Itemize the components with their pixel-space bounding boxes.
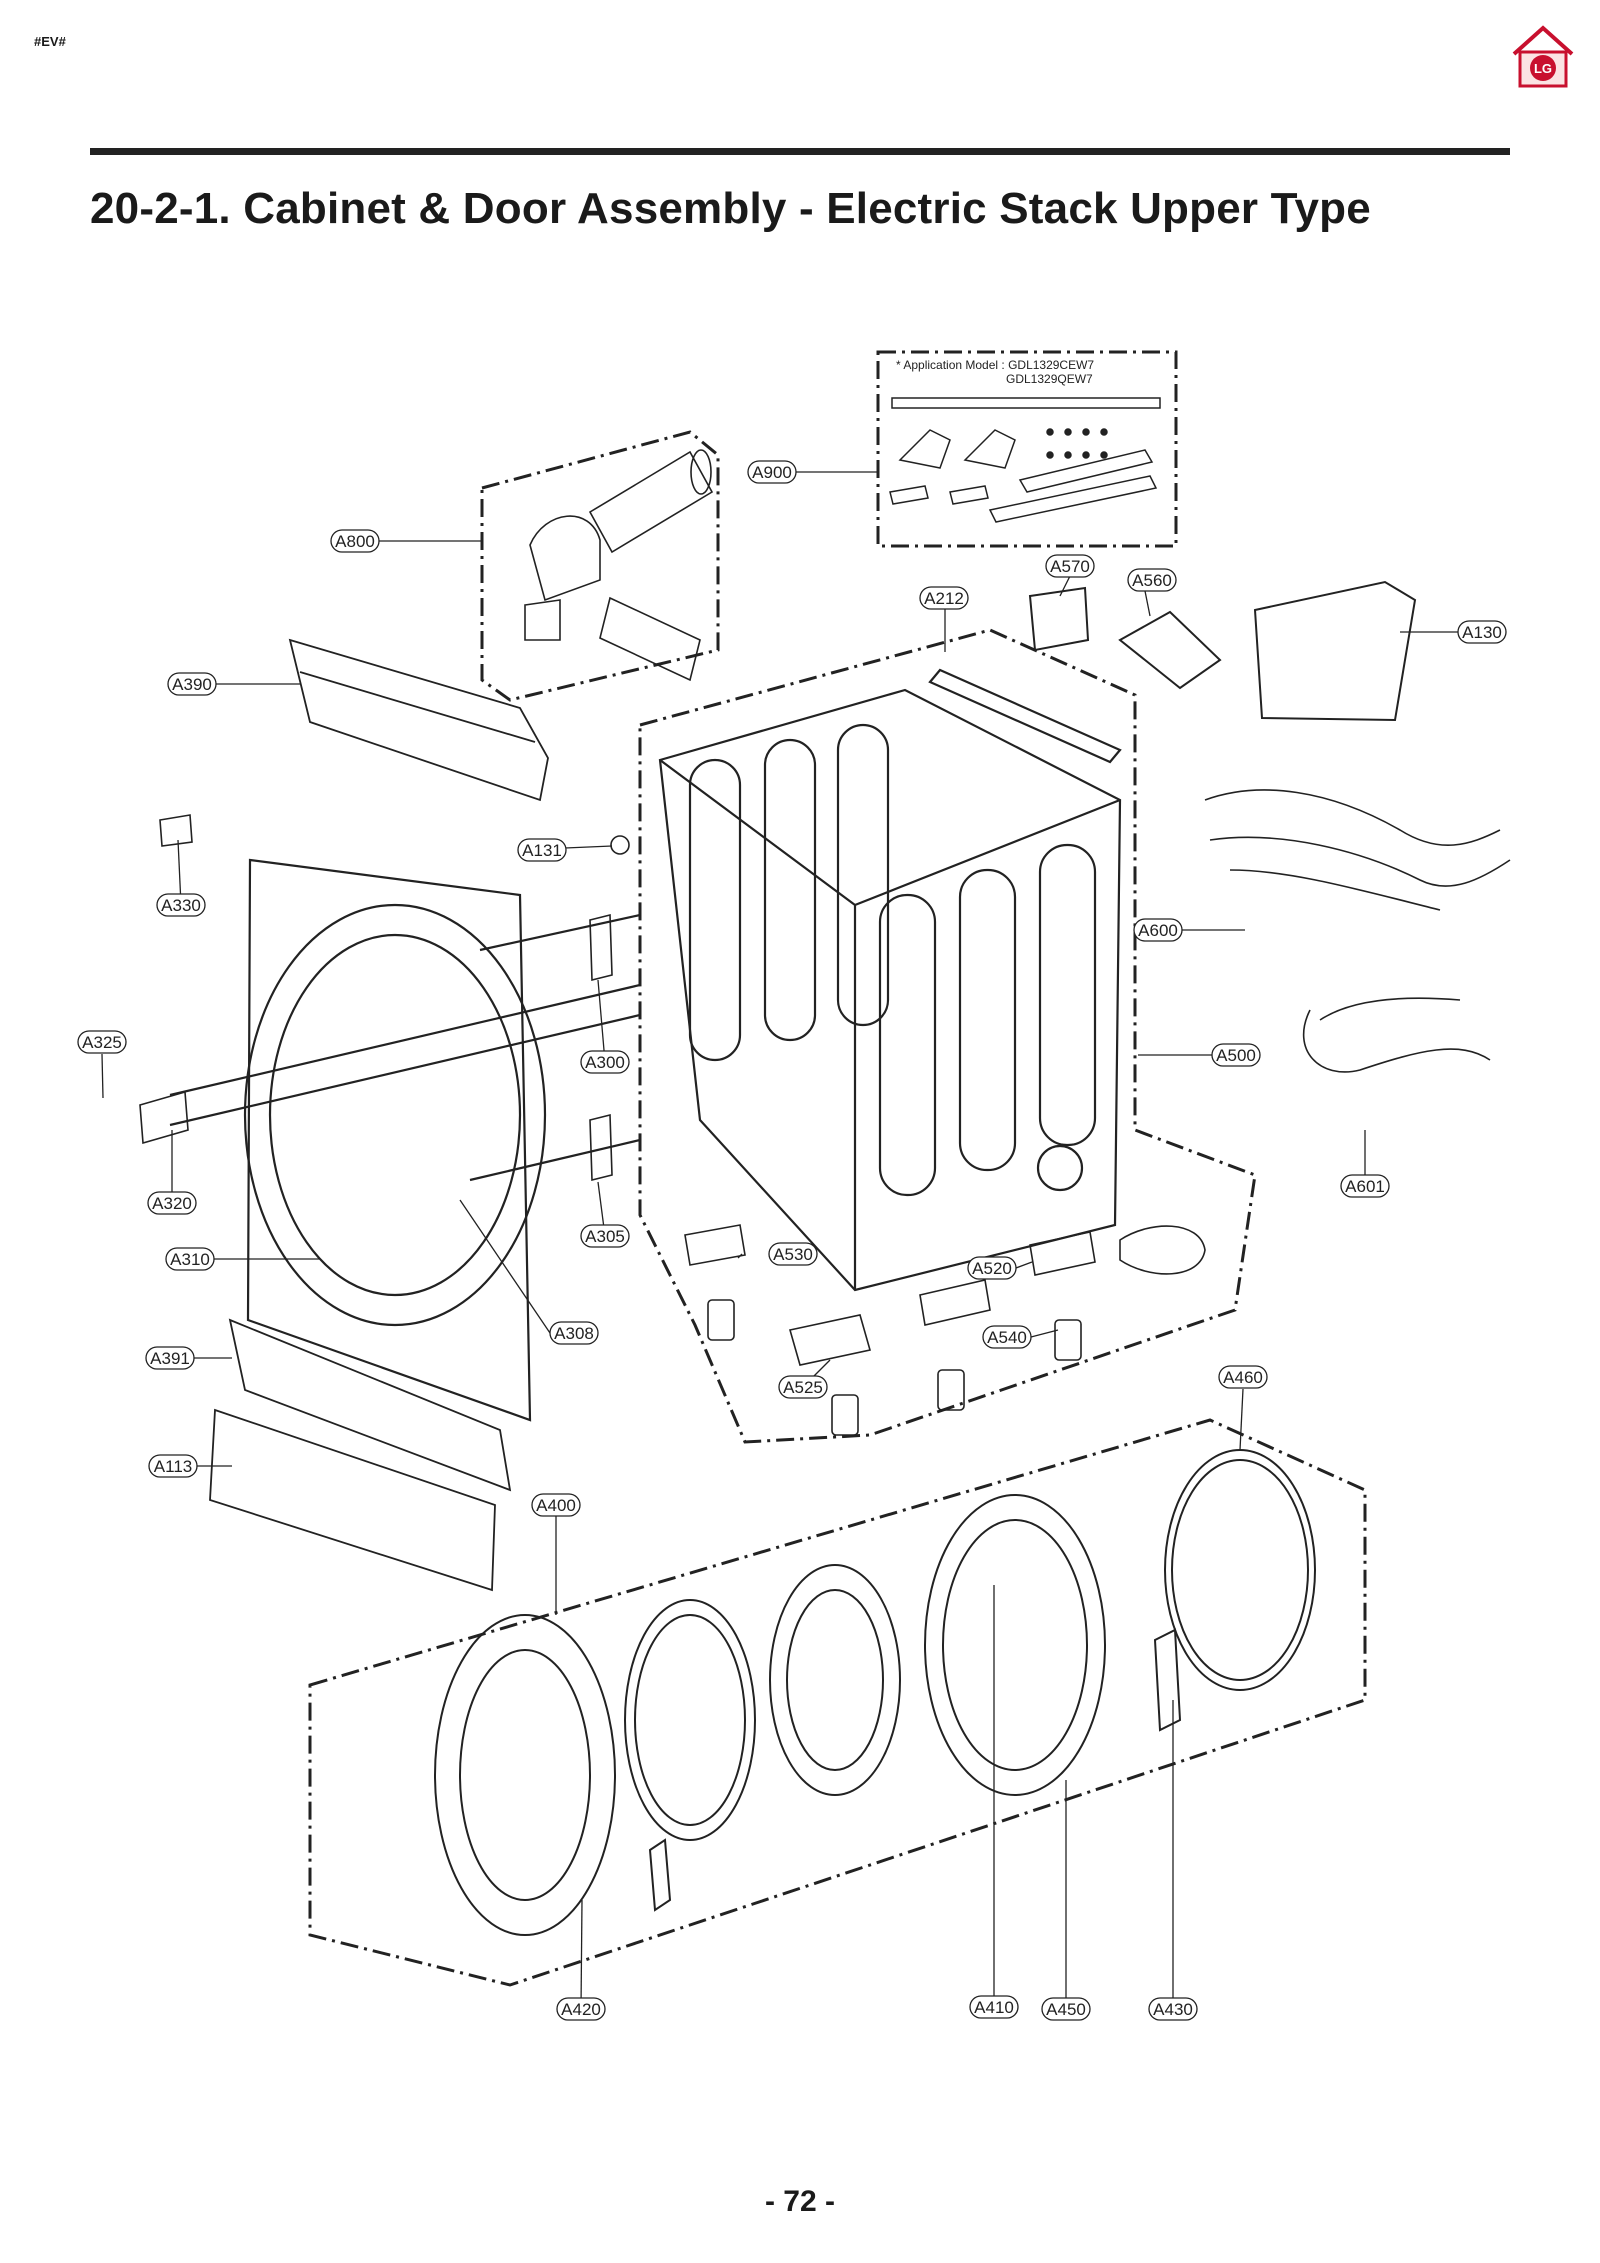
callout-a113: A113 (148, 1454, 198, 1478)
svg-text:A130: A130 (1462, 623, 1502, 642)
svg-text:A300: A300 (585, 1053, 625, 1072)
svg-text:A330: A330 (161, 896, 201, 915)
svg-text:A390: A390 (172, 675, 212, 694)
svg-text:A305: A305 (585, 1227, 625, 1246)
callout-a131: A131 (517, 838, 567, 862)
svg-text:A320: A320 (152, 1194, 192, 1213)
svg-text:A900: A900 (752, 463, 792, 482)
callout-a330: A330 (156, 893, 206, 917)
callout-a900: A900 (747, 460, 797, 484)
page-number: - 72 - (764, 2185, 836, 2218)
door-outline (308, 1418, 1367, 1987)
part-callouts: A900 A800 A570 A560 A212 A130 A390 A131 … (77, 460, 1507, 2021)
svg-text:A400: A400 (536, 1496, 576, 1515)
header-rule (90, 148, 1510, 155)
callout-a800: A800 (330, 529, 380, 553)
svg-text:A525: A525 (783, 1378, 823, 1397)
svg-text:A460: A460 (1223, 1368, 1263, 1387)
svg-text:A800: A800 (335, 532, 375, 551)
callout-a530: A530 (768, 1242, 818, 1266)
callout-a570: A570 (1045, 554, 1095, 578)
duct-kit-outline (480, 430, 720, 702)
svg-text:A560: A560 (1132, 571, 1172, 590)
svg-text:A450: A450 (1046, 2000, 1086, 2019)
front-panel (169, 858, 641, 1422)
accessory-kit-parts (889, 397, 1161, 523)
logo-text: LG (1534, 61, 1552, 76)
callout-a310: A310 (165, 1247, 215, 1271)
svg-text:A500: A500 (1216, 1046, 1256, 1065)
svg-text:A325: A325 (82, 1033, 122, 1052)
svg-text:A410: A410 (974, 1998, 1014, 2017)
application-model-note: * Application Model : GDL1329CEW7 (896, 358, 1094, 372)
callout-a430: A430 (1148, 1997, 1198, 2021)
lower-bracket (209, 1318, 512, 1592)
svg-text:A131: A131 (522, 841, 562, 860)
svg-text:A420: A420 (561, 2000, 601, 2019)
callout-a600: A600 (1133, 918, 1183, 942)
callout-a540: A540 (982, 1325, 1032, 1349)
svg-text:A430: A430 (1153, 2000, 1193, 2019)
svg-text:A308: A308 (554, 1324, 594, 1343)
leader-lines (101, 471, 1458, 2010)
small-parts (139, 814, 1206, 1436)
control-cover (1028, 580, 1417, 722)
callout-a400: A400 (531, 1493, 581, 1517)
callout-a450: A450 (1041, 1997, 1091, 2021)
svg-text:A530: A530 (773, 1245, 813, 1264)
callout-a130: A130 (1457, 620, 1507, 644)
callout-a520: A520 (967, 1256, 1017, 1280)
callout-a460: A460 (1218, 1365, 1268, 1389)
callout-a410: A410 (969, 1995, 1019, 2019)
svg-text:A601: A601 (1345, 1177, 1385, 1196)
svg-text:A520: A520 (972, 1259, 1012, 1278)
document-tag: #EV# (34, 34, 66, 49)
upper-bracket (288, 638, 549, 802)
callout-a212: A212 (919, 586, 969, 610)
cabinet-body (658, 668, 1122, 1292)
svg-text:A570: A570 (1050, 557, 1090, 576)
accessory-kit-box (876, 350, 1178, 548)
callout-a391: A391 (145, 1346, 195, 1370)
svg-text:A391: A391 (150, 1349, 190, 1368)
svg-text:A113: A113 (154, 1457, 192, 1476)
callout-a325: A325 (77, 1030, 127, 1054)
callout-a320: A320 (147, 1191, 197, 1215)
callout-a420: A420 (556, 1997, 606, 2021)
duct-parts (524, 449, 714, 682)
callout-a601: A601 (1340, 1174, 1390, 1198)
wire-harness (1204, 789, 1511, 1073)
lg-home-logo-icon: LG (1512, 25, 1574, 88)
callout-a560: A560 (1127, 568, 1177, 592)
svg-text:A212: A212 (924, 589, 964, 608)
callout-a525: A525 (778, 1375, 828, 1399)
callout-a305: A305 (580, 1224, 630, 1248)
door-parts (434, 1449, 1316, 1936)
page-title: 20-2-1. Cabinet & Door Assembly - Electr… (90, 184, 1371, 233)
callout-a300: A300 (580, 1050, 630, 1074)
callout-a500: A500 (1211, 1043, 1261, 1067)
callout-a390: A390 (167, 672, 217, 696)
callout-a308: A308 (549, 1321, 599, 1345)
svg-text:A600: A600 (1138, 921, 1178, 940)
application-model-note-line2: GDL1329QEW7 (1006, 372, 1093, 386)
svg-text:A540: A540 (987, 1328, 1027, 1347)
cabinet-outline (638, 628, 1257, 1444)
svg-text:A310: A310 (170, 1250, 210, 1269)
